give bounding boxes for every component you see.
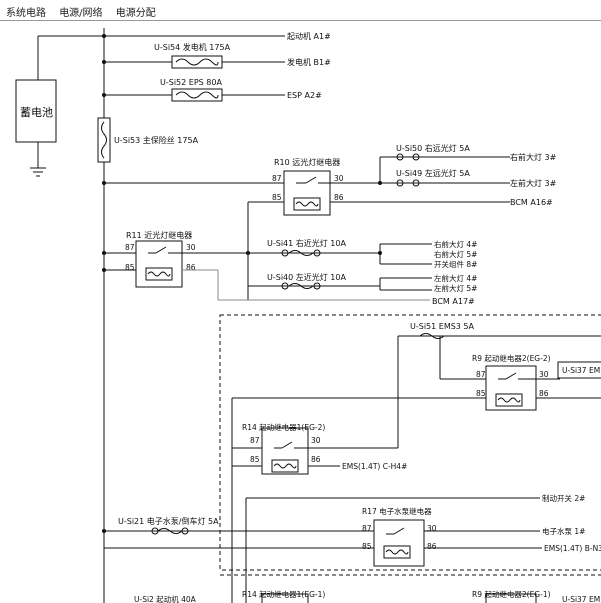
relay-r11-pin86: 86 [186,263,196,272]
relay-r17-pin86: 86 [427,542,437,551]
fuse-si54-label: U-Si54 发电机 175A [154,42,231,52]
relay-r11: R11 近光灯继电器 87 30 85 86 [102,230,430,301]
breadcrumb-divider [0,20,601,21]
output-right-head-5: 右前大灯 5# [434,249,477,259]
relay-r10-pin86: 86 [334,193,344,202]
relay-r11-pin85: 85 [125,263,135,272]
fuse-si50: U-Si50 右远光灯 5A 右前大灯 3# [396,143,557,162]
relay-r10-pin85: 85 [272,193,282,202]
output-switch-8: 开关组件 8# [434,259,477,269]
relay-r9-pin87: 87 [476,370,486,379]
relay-r11-title: R11 近光灯继电器 [126,230,192,240]
relay-r9-pin85: 85 [476,389,486,398]
fuse-si41-label: U-Si41 右近光灯 10A [267,238,346,248]
output-brake-switch: 制动开关 2# [542,493,585,503]
relay-r10-pin30: 30 [334,174,344,183]
relay-r14-pin30: 30 [311,436,321,445]
relay-r9-pin86: 86 [539,389,549,398]
output-starter: 起动机 A1# [287,31,331,41]
relay-r17-title: R17 电子水泵继电器 [362,506,432,516]
output-ems-c-h4: EMS(1.4T) C-H4# [342,462,407,471]
relay-r17: R17 电子水泵继电器 87 30 85 86 EMS(1.4T) B-N3 [104,506,601,567]
fuse-si54: U-Si54 发电机 175A 发电机 B1# [102,42,331,69]
relay-r9: R9 起动继电器2(EG-2) 87 30 85 86 U-Si37 EM [232,336,601,411]
relay-r9b-title: R9 起动继电器2(EG-1) [472,589,551,599]
relay-r10-title: R10 远光灯继电器 [274,157,340,167]
relay-r9-title: R9 起动继电器2(EG-2) [472,353,551,363]
fuse-si40: U-Si40 左近光灯 10A 左前大灯 4# 左前大灯 5# [267,272,477,293]
output-right-head-hi: 右前大灯 3# [510,152,557,162]
fuse-si52: U-Si52 EPS 80A ESP A2# [102,78,322,102]
relay-r14-pin87: 87 [250,436,260,445]
output-right-head-4: 右前大灯 4# [434,239,477,249]
output-left-head-hi: 左前大灯 3# [510,178,557,188]
output-left-head-4: 左前大灯 4# [434,273,477,283]
relay-r11-pin87: 87 [125,243,135,252]
output-ems-b-n3: EMS(1.4T) B-N3 [544,544,601,553]
fuse-si51-label: U-Si51 EMS3 5A [410,322,475,331]
fuse-si49-label: U-Si49 左远光灯 5A [396,168,470,178]
relay-r17-pin87: 87 [362,524,372,533]
relay-r11-pin30: 30 [186,243,196,252]
output-esp: ESP A2# [287,91,322,100]
output-water-pump: 电子水泵 1# [542,526,585,536]
fuse-si40-label: U-Si40 左近光灯 10A [267,272,346,282]
output-bcm-a17: BCM A17# [432,297,475,306]
breadcrumb: 系统电路 电源/网络 电源分配 [6,4,166,19]
breadcrumb-item-system-circuit[interactable]: 系统电路 [6,8,46,19]
ground-icon [30,167,46,177]
battery: 蓄电池 [15,35,285,177]
fuse-si49: U-Si49 左远光灯 5A 左前大灯 3# [396,168,557,188]
fuse-si50-label: U-Si50 右远光灯 5A [396,143,470,153]
output-bcm-a16: BCM A16# [510,198,553,207]
engine-relay-section [219,314,601,571]
battery-label: 蓄电池 [20,106,53,119]
fuse-si52-label: U-Si52 EPS 80A [160,78,222,87]
relay-r14b-title: R14 起动继电器1(EG-1) [242,589,325,599]
relay-r14-pin86: 86 [311,455,321,464]
relay-r17-pin85: 85 [362,542,372,551]
main-fuse-si53: U-Si53 主保险丝 175A [97,117,199,163]
relay-r10: R10 远光灯继电器 87 30 85 86 [102,156,510,300]
relay-r14-title: R14 起动继电器1(EG-2) [242,422,325,432]
relay-r17-pin30: 30 [427,524,437,533]
relay-r9-pin30: 30 [539,370,549,379]
fuse-si41: U-Si41 右近光灯 10A 右前大灯 4# 右前大灯 5# 开关组件 8# [267,238,477,269]
fuse-si-bottom-label: U-Si2 起动机 40A [134,594,197,603]
relay-r14: R14 起动继电器1(EG-2) 87 30 85 86 EMS(1.4T) C… [231,398,407,603]
breadcrumb-item-power-distribution[interactable]: 电源分配 [115,8,156,19]
fuse-si37a-label: U-Si37 EM [562,366,600,375]
breadcrumb-item-power-network[interactable]: 电源/网络 [59,8,103,19]
output-generator: 发电机 B1# [287,57,331,67]
relay-r10-pin87: 87 [272,174,282,183]
main-fuse-label: U-Si53 主保险丝 175A [114,135,199,145]
fuse-si37b-label: U-Si37 EM [562,595,600,603]
fuse-si21: U-Si21 电子水泵/倒车灯 5A 电子水泵 1# [102,516,585,536]
relay-r14-pin85: 85 [250,455,260,464]
fuse-si21-label: U-Si21 电子水泵/倒车灯 5A [118,516,219,526]
output-left-head-5: 左前大灯 5# [434,283,477,293]
